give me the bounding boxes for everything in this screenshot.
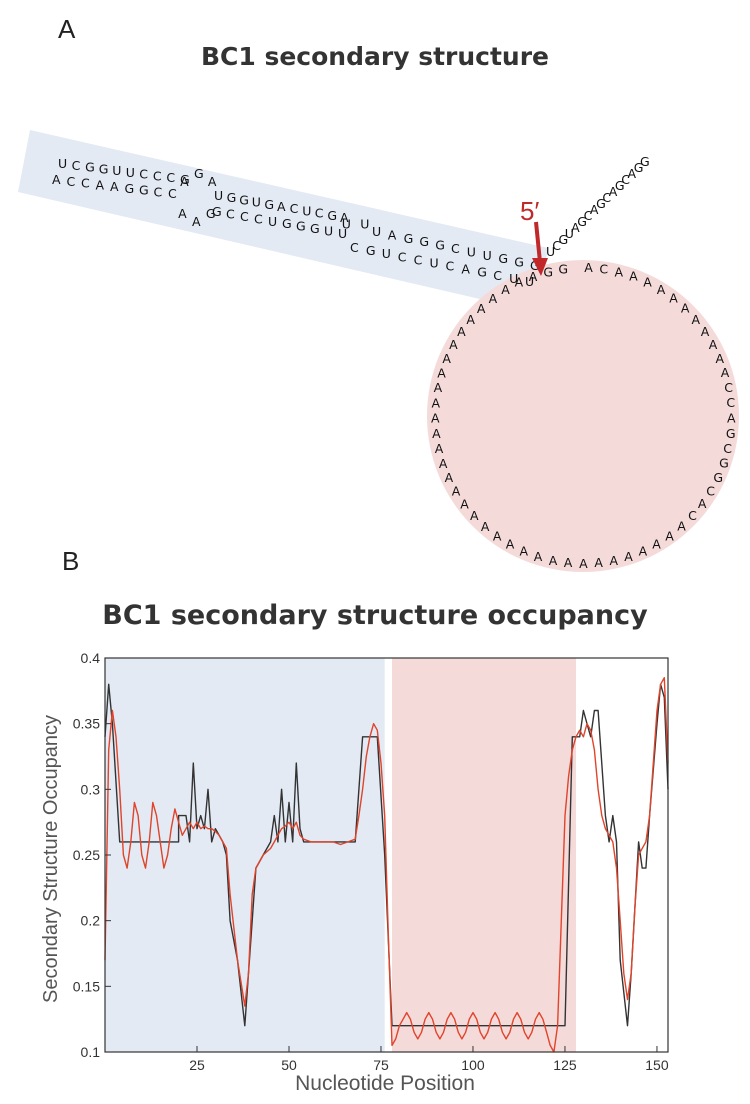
highlight-region-2 (392, 658, 577, 1052)
panel-a-letter: A (58, 14, 76, 44)
y-tick-label: 0.4 (81, 650, 101, 666)
panel-b-letter: B (62, 546, 80, 576)
chart-highlight-regions (105, 658, 577, 1052)
stem-region-band (18, 130, 548, 312)
highlight-region-1 (105, 658, 385, 1052)
x-tick-label: 150 (645, 1057, 669, 1073)
internal-loop-1-top: AGA (180, 166, 217, 189)
chart-series-group (104, 677, 669, 1053)
x-tick-label: 125 (553, 1057, 577, 1073)
y-axis-label: Secondary Structure Occupancy (40, 715, 62, 1003)
y-tick-label: 0.25 (73, 847, 100, 863)
hairpin-2-strand: UCGUAGCAGCAGCAGG (546, 154, 650, 259)
y-tick-label: 0.3 (81, 781, 101, 797)
y-tick-label: 0.1 (81, 1044, 101, 1060)
panel-b-title: BC1 secondary structure occupancy (102, 600, 648, 631)
x-axis-label: Nucleotide Position (295, 1072, 475, 1095)
y-tick-label: 0.35 (73, 716, 100, 732)
y-tick-label: 0.2 (81, 913, 101, 929)
five-prime-arrow (532, 221, 548, 276)
internal-loop-1-bottom: AAG (178, 206, 215, 229)
y-tick-label: 0.15 (73, 978, 100, 994)
x-tick-label: 100 (461, 1057, 485, 1073)
five-prime-label: 5′ (520, 196, 539, 226)
series-line-1 (104, 683, 669, 1027)
poly-a-loop-region (427, 260, 739, 572)
x-tick-label: 50 (281, 1057, 297, 1073)
x-tick-label: 25 (189, 1057, 205, 1073)
x-tick-label: 75 (373, 1057, 389, 1073)
chart-ticks: 25 50 75 100 125 150 0.1 0.15 0.2 0.25 0.3 0.35 0.4 (73, 650, 669, 1073)
series-line-2 (104, 677, 669, 1053)
panel-a-title: BC1 secondary structure (200, 42, 550, 71)
